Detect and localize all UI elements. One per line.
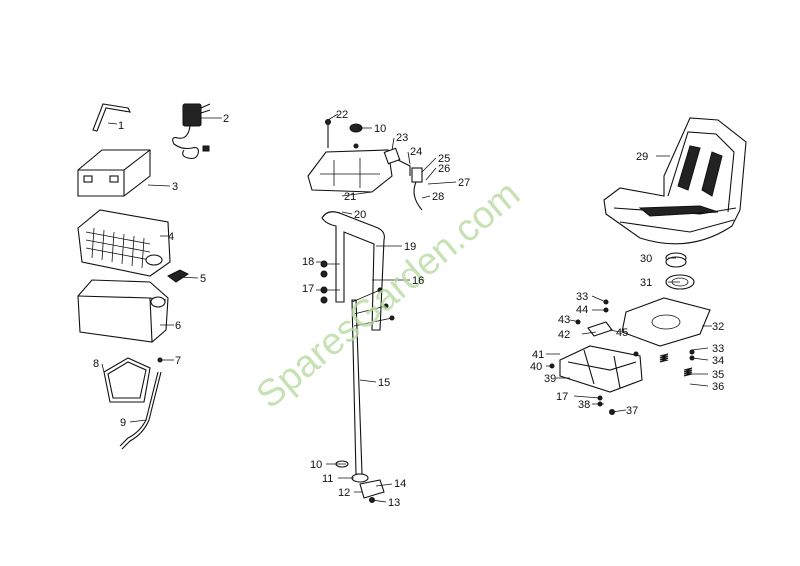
part-11-bushing (351, 473, 369, 483)
part-24-connector (397, 159, 423, 211)
callout-20: 20 (354, 209, 366, 221)
callout-23: 23 (396, 132, 408, 144)
callout-3: 3 (172, 181, 178, 193)
callout-28: 28 (432, 191, 444, 203)
callout-32: 32 (712, 321, 724, 333)
callout-35: 35 (712, 369, 724, 381)
callout-18: 18 (302, 256, 314, 268)
callout-38: 38 (578, 399, 590, 411)
part-30-bumper (665, 252, 687, 268)
callout-41: 41 (532, 349, 544, 361)
part-8-gasket (103, 357, 151, 403)
callout-33-left: 33 (576, 291, 588, 303)
callout-44: 44 (576, 304, 588, 316)
part-2-charger (172, 103, 211, 160)
part-3-battery (77, 149, 151, 197)
callout-13: 13 (388, 497, 400, 509)
callout-12: 12 (338, 487, 350, 499)
callout-34: 34 (712, 355, 724, 367)
callout-30: 30 (640, 253, 652, 265)
part-32-seat-plate (621, 297, 711, 347)
callout-42: 42 (558, 329, 570, 341)
part-41-39-rail-frame (559, 345, 643, 393)
callout-1: 1 (118, 120, 124, 132)
callout-39: 39 (544, 373, 556, 385)
callout-11: 11 (322, 473, 333, 485)
callout-15: 15 (378, 377, 390, 389)
callout-16: 16 (412, 275, 424, 287)
callout-19: 19 (404, 241, 416, 253)
part-12-14-gear (359, 479, 385, 503)
callout-29: 29 (636, 151, 648, 163)
callout-2: 2 (223, 113, 229, 125)
callout-17-left: 17 (302, 283, 314, 295)
callout-4: 4 (168, 231, 174, 243)
callout-27: 27 (458, 177, 470, 189)
callout-9: 9 (120, 417, 126, 429)
callout-17-right: 17 (556, 391, 568, 403)
fastener-stack-18-17 (320, 260, 340, 304)
part-9-cable (119, 371, 162, 450)
part-21-console-plate (307, 143, 393, 193)
callout-45: 45 (616, 327, 628, 339)
part-5-clip (167, 269, 189, 283)
callout-43: 43 (558, 314, 570, 326)
part-6-battery-box (77, 279, 169, 343)
callout-22: 22 (336, 109, 348, 121)
part-29-seat (603, 117, 747, 245)
part-34-36-springs (659, 353, 693, 377)
part-4-battery-tray (77, 209, 171, 277)
part-23-switch (383, 147, 401, 165)
leader-lines (101, 113, 712, 503)
callout-14: 14 (394, 478, 406, 490)
callout-26: 26 (438, 163, 450, 175)
callout-8: 8 (93, 358, 99, 370)
callout-5: 5 (200, 273, 206, 285)
callout-40: 40 (530, 361, 542, 373)
callout-33-right: 33 (712, 343, 724, 355)
part-20-handle (321, 211, 385, 331)
callout-25: 25 (438, 153, 450, 165)
callout-24: 24 (410, 146, 422, 158)
callout-37: 37 (626, 405, 638, 417)
part-7-screw (157, 357, 163, 363)
part-45-42-slider (587, 321, 613, 337)
callout-36: 36 (712, 381, 724, 393)
callout-10-bottom: 10 (310, 459, 322, 471)
part-1-bracket (92, 103, 131, 132)
part-22-bolt (325, 119, 331, 148)
callout-6: 6 (175, 320, 181, 332)
callout-31: 31 (640, 277, 652, 289)
callout-10-top: 10 (374, 123, 386, 135)
callout-7: 7 (175, 355, 181, 367)
callout-labels: 1 2 3 4 5 6 7 8 9 22 10 23 24 25 26 27 2… (93, 109, 724, 509)
callout-21: 21 (344, 191, 356, 203)
